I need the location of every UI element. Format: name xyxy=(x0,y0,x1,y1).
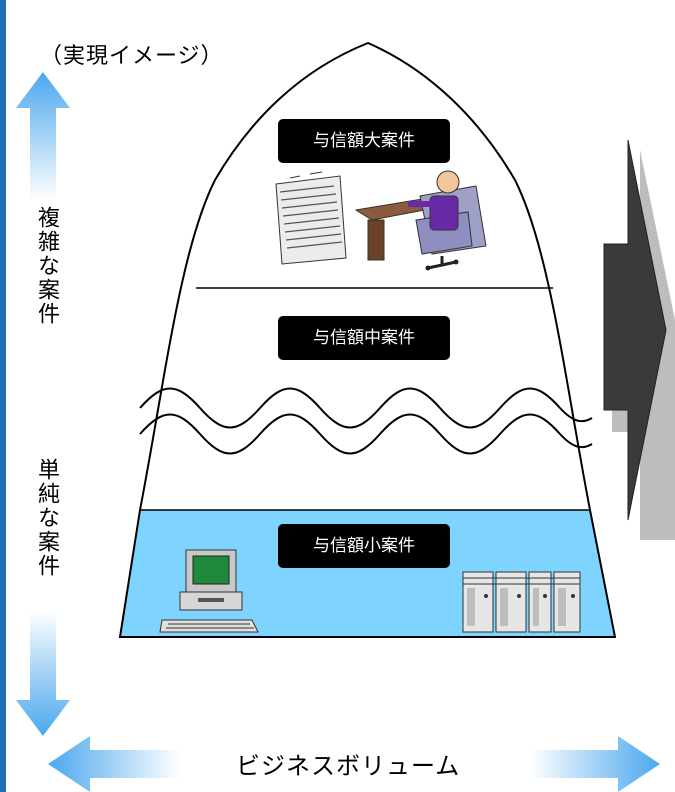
bell-outline xyxy=(118,41,617,638)
page-caption: （実現イメージ） xyxy=(40,44,224,69)
horizontal-label-volume: ビジネスボリューム xyxy=(236,752,461,780)
vertical-label-complex: 複雑な案件 xyxy=(34,206,59,326)
office-worker-icon xyxy=(354,170,487,271)
big-right-arrow xyxy=(603,139,675,540)
vertical-label-simple: 単純な案件 xyxy=(34,458,59,578)
right-arrow xyxy=(530,736,660,792)
server-rack-icon xyxy=(462,571,581,633)
tier-label-small: 与信額小案件 xyxy=(278,524,450,568)
left-edge-bar xyxy=(0,0,6,792)
vertical-axis-arrow xyxy=(16,72,70,736)
left-arrow xyxy=(48,736,180,792)
document-stack-icon xyxy=(275,171,347,265)
horizontal-axis-arrow xyxy=(48,736,660,792)
desktop-computer-icon xyxy=(159,549,259,633)
up-arrow xyxy=(16,72,70,200)
wave-line-upper xyxy=(139,387,593,429)
down-arrow xyxy=(16,610,70,736)
tier-label-medium: 与信額中案件 xyxy=(278,316,450,360)
tier-label-large: 与信額大案件 xyxy=(278,119,450,163)
wave-line-lower xyxy=(139,413,593,455)
